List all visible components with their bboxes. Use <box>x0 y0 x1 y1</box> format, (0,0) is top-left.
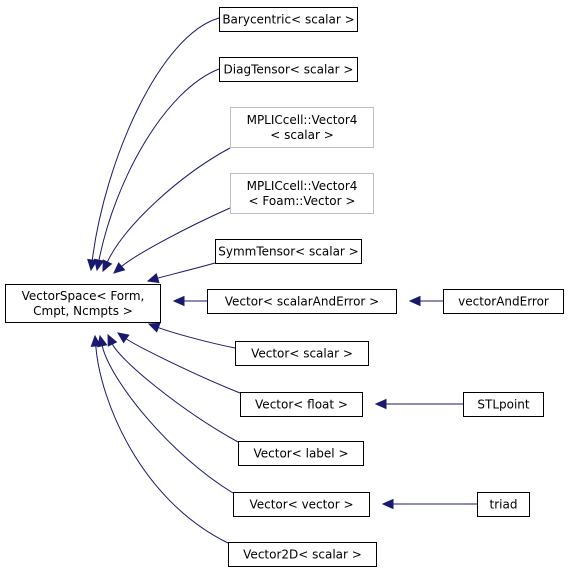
edge-triad-to-vector-vector <box>381 498 477 510</box>
class-node-vector-float[interactable]: Vector< float > <box>240 392 363 417</box>
class-node-box <box>463 392 544 417</box>
edge-line <box>106 147 231 263</box>
edge-line <box>111 343 239 443</box>
class-node-box <box>238 441 364 466</box>
edge-vector-vector-to-vectorspace <box>97 334 234 494</box>
edge-mplic-foam-to-vectorspace <box>113 207 231 274</box>
class-node-label: SymmTensor< scalar > <box>218 245 358 259</box>
class-node-diagtensor[interactable]: DiagTensor< scalar > <box>219 57 358 82</box>
class-node-label: Cmpt, Ncmpts > <box>33 304 133 318</box>
edges-layer <box>87 17 477 544</box>
class-node-vector-scalar[interactable]: Vector< scalar > <box>235 341 369 366</box>
class-node-stlpoint[interactable]: STLpoint <box>463 392 544 417</box>
class-node-box <box>219 7 358 32</box>
edge-stlpoint-to-vector-float <box>374 398 464 410</box>
edge-vector-float-to-vectorspace <box>117 332 241 394</box>
arrowhead <box>408 295 421 307</box>
arrowhead <box>374 398 387 410</box>
arrowhead <box>107 333 118 347</box>
class-node-label: Vector< scalar > <box>251 347 353 361</box>
edge-vectorandError-to-vector-sae <box>408 295 444 307</box>
class-node-label: Vector< label > <box>254 447 349 461</box>
edge-line <box>158 327 236 349</box>
arrowhead <box>146 272 160 284</box>
edge-line <box>157 262 216 279</box>
edge-line <box>91 17 220 261</box>
class-node-label: DiagTensor< scalar > <box>224 63 354 77</box>
class-node-label: Vector< float > <box>255 398 348 412</box>
arrowhead <box>113 262 126 274</box>
class-node-box <box>230 107 374 148</box>
edge-mplic-scalar-to-vectorspace <box>102 147 231 273</box>
class-node-box <box>215 239 362 264</box>
edge-symmtensor-to-vectorspace <box>146 262 216 284</box>
class-node-box <box>235 341 369 366</box>
class-node-label: < scalar > <box>270 128 334 142</box>
class-node-box <box>443 289 564 314</box>
class-node-label: < Foam::Vector > <box>249 194 356 208</box>
edge-diagtensor-to-vectorspace <box>93 68 220 272</box>
class-node-triad[interactable]: triad <box>477 492 530 517</box>
class-node-vector-label[interactable]: Vector< label > <box>238 441 364 466</box>
class-node-vector2d[interactable]: Vector2D< scalar > <box>228 542 377 567</box>
arrowhead <box>117 332 130 344</box>
arrowhead <box>381 498 394 510</box>
class-node-box <box>228 542 377 567</box>
class-node-mplic-scalar[interactable]: MPLICcell::Vector4< scalar > <box>230 107 374 148</box>
class-node-vector-sae[interactable]: Vector< scalarAndError > <box>207 289 397 314</box>
edge-line <box>101 345 234 494</box>
edge-line <box>125 338 241 394</box>
arrowhead <box>172 295 185 307</box>
class-node-label: MPLICcell::Vector4 <box>247 113 358 127</box>
class-node-barycentric[interactable]: Barycentric< scalar > <box>219 7 358 32</box>
class-node-box <box>230 173 374 214</box>
class-node-symmtensor[interactable]: SymmTensor< scalar > <box>215 239 362 264</box>
class-node-label: vectorAndError <box>458 295 549 309</box>
class-node-vector-vector[interactable]: Vector< vector > <box>233 492 370 517</box>
class-node-label: STLpoint <box>477 398 530 412</box>
arrowhead <box>90 334 102 347</box>
arrowhead <box>93 258 105 272</box>
class-node-box <box>240 392 363 417</box>
class-node-box <box>477 492 530 517</box>
edge-vector2d-to-vectorspace <box>90 334 229 544</box>
class-node-box <box>219 57 358 82</box>
class-node-vectorspace[interactable]: VectorSpace< Form,Cmpt, Ncmpts > <box>5 284 161 323</box>
class-node-label: Barycentric< scalar > <box>222 13 354 27</box>
class-node-vectorandError[interactable]: vectorAndError <box>443 289 564 314</box>
arrowhead <box>147 322 161 333</box>
class-node-label: Vector< vector > <box>249 498 353 512</box>
edge-line <box>95 345 229 544</box>
edge-line <box>121 207 231 267</box>
class-node-box <box>207 289 397 314</box>
class-node-box <box>233 492 370 517</box>
class-node-label: triad <box>490 498 518 512</box>
edge-barycentric-to-vectorspace <box>87 17 220 272</box>
nodes-layer: VectorSpace< Form,Cmpt, Ncmpts > Barycent… <box>5 7 564 567</box>
edge-line <box>98 68 220 261</box>
class-node-box <box>5 284 161 323</box>
edge-vector-label-to-vectorspace <box>107 333 239 443</box>
class-node-mplic-foam[interactable]: MPLICcell::Vector4< Foam::Vector > <box>230 173 374 214</box>
class-node-label: VectorSpace< Form, <box>22 289 145 303</box>
class-node-label: Vector2D< scalar > <box>243 548 362 562</box>
edge-vector-scalar-to-vectorspace <box>147 322 236 349</box>
arrowhead <box>87 258 98 272</box>
arrowhead <box>97 334 108 348</box>
arrowhead <box>102 259 113 273</box>
edge-vector-sae-to-vectorspace <box>172 295 208 307</box>
class-node-label: MPLICcell::Vector4 <box>247 179 358 193</box>
class-node-label: Vector< scalarAndError > <box>225 295 379 309</box>
